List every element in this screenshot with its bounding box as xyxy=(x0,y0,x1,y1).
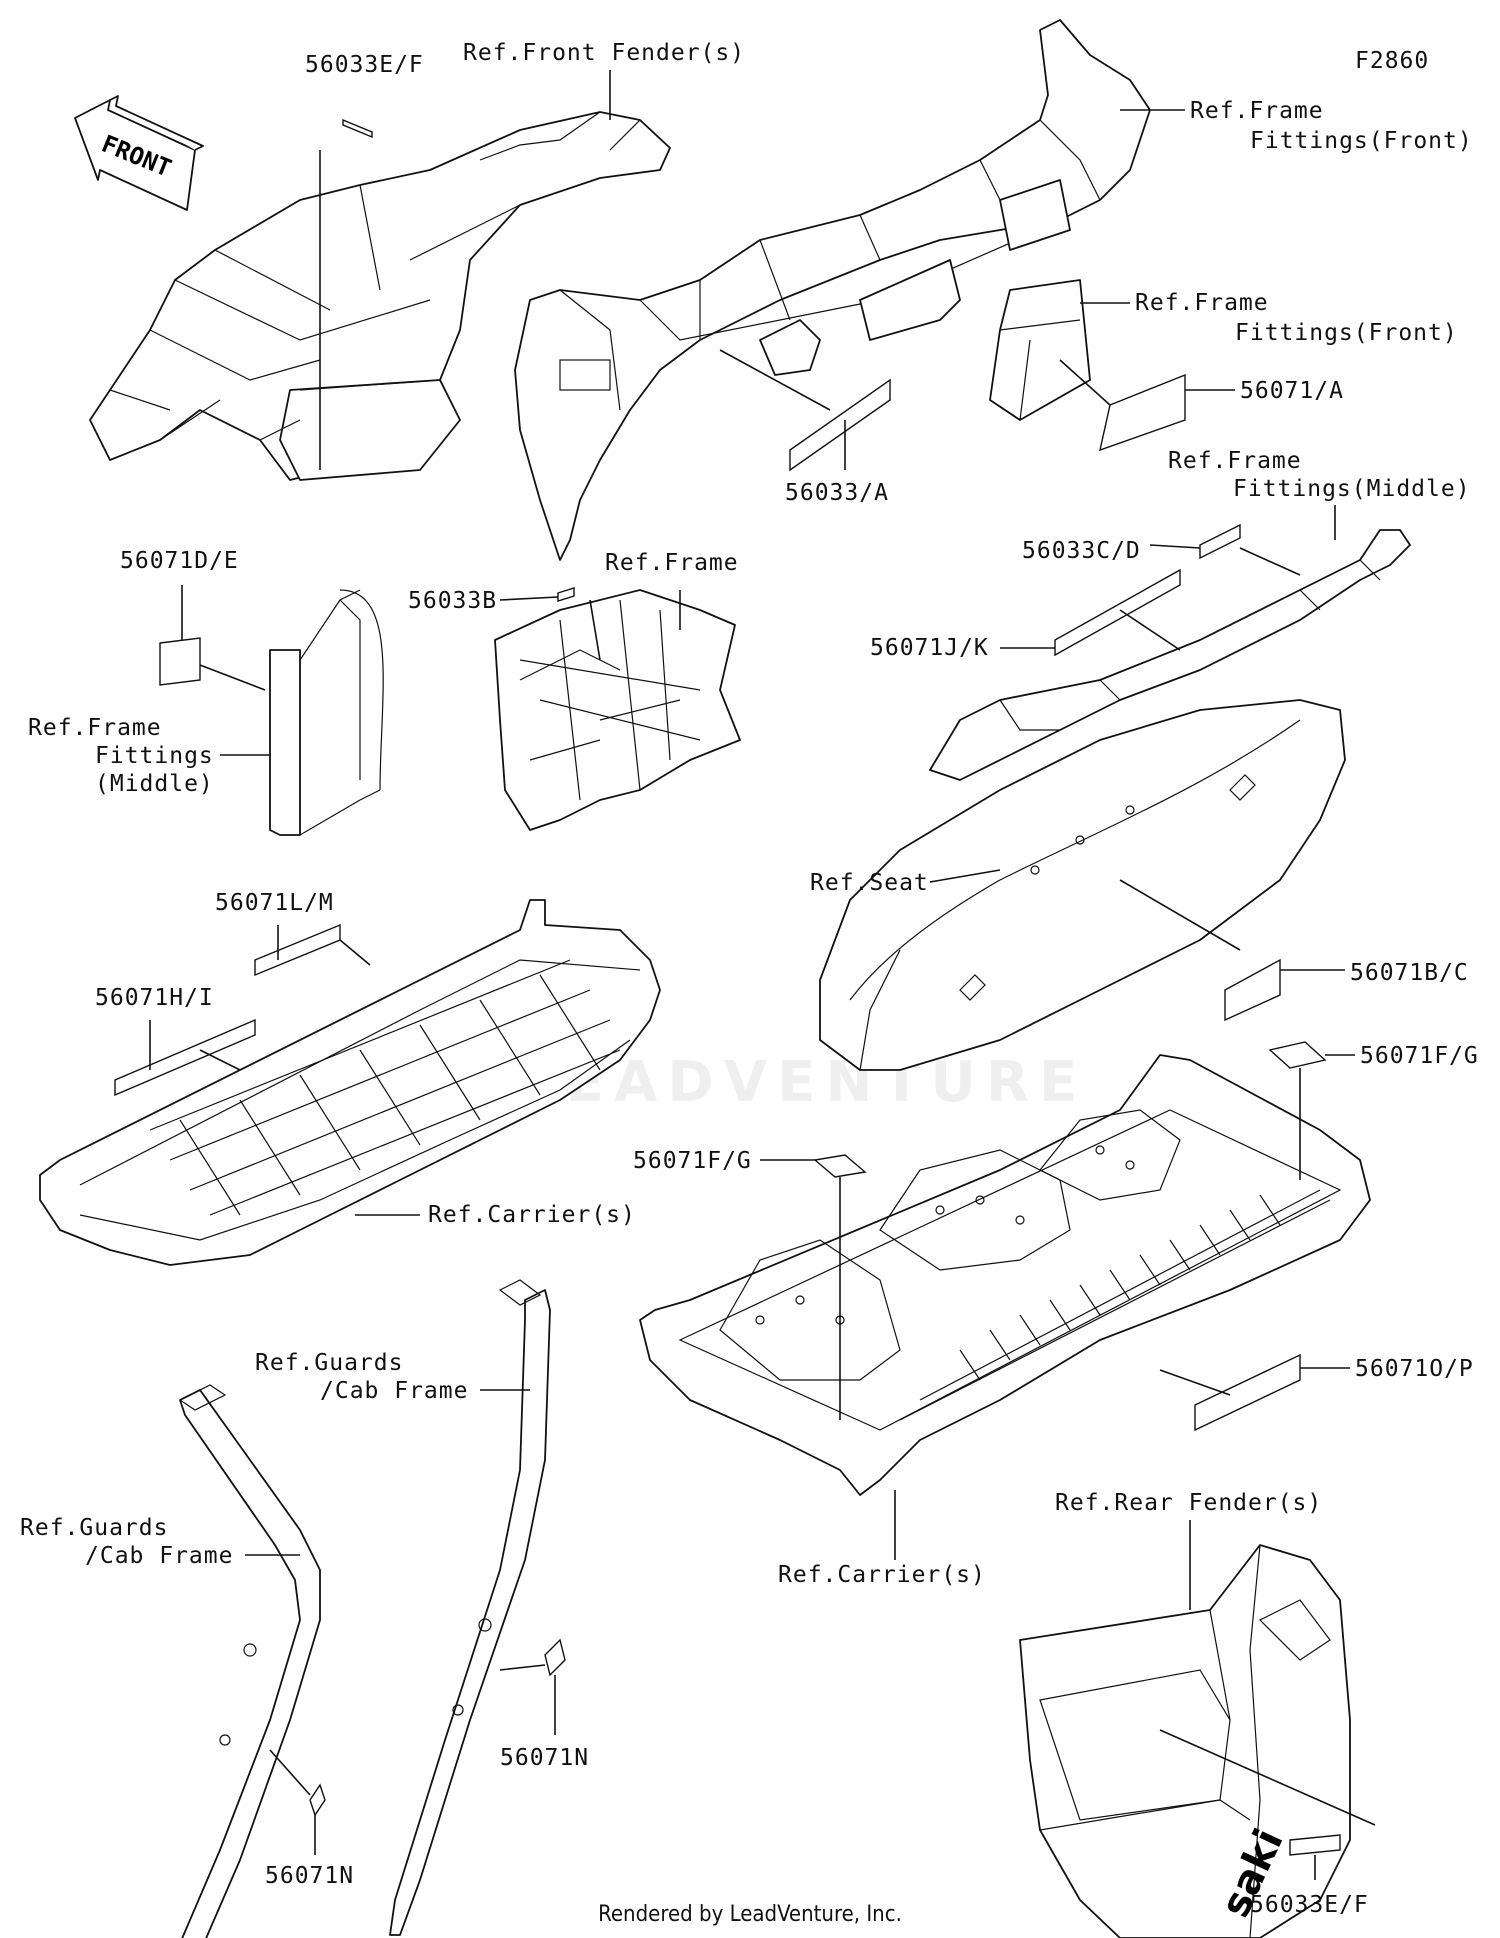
label-rear-fender: Ref.Rear Fender(s) xyxy=(1055,1490,1322,1516)
label-frame-fittings-front-1a: Ref.Frame xyxy=(1190,98,1324,124)
label-56071n-right: 56071N xyxy=(500,1745,589,1771)
label-front-fender: Ref.Front Fender(s) xyxy=(463,40,745,66)
frame-part xyxy=(494,589,741,831)
decal-56071n-right xyxy=(544,1638,566,1677)
decal-56033a xyxy=(789,378,891,472)
label-guards-2a: Ref.Guards xyxy=(20,1515,168,1541)
decal-56071fg-right xyxy=(1268,1041,1327,1069)
label-56071jk: 56071J/K xyxy=(870,635,989,661)
carrier-right-part xyxy=(639,1054,1371,1496)
front-fender-part xyxy=(89,111,671,481)
label-guards-1b: /Cab Frame xyxy=(320,1378,468,1404)
decal-56033cd xyxy=(1199,523,1241,560)
label-frame-fittings-front-2a: Ref.Frame xyxy=(1135,290,1269,316)
decal-56071fg-left xyxy=(813,1154,867,1178)
frame-fittings-front-part xyxy=(514,19,1151,561)
decal-56033b xyxy=(557,587,575,602)
frame-fittings-middle-left-part xyxy=(269,589,384,836)
label-frame-fittings-middle-a: Ref.Frame xyxy=(1168,448,1302,474)
label-56033ef-bottom: 56033E/F xyxy=(1250,1892,1369,1918)
label-56033ef-top: 56033E/F xyxy=(305,52,424,78)
label-56071bc: 56071B/C xyxy=(1350,960,1469,986)
label-56071op: 56071O/P xyxy=(1355,1356,1474,1382)
label-56071de: 56071D/E xyxy=(120,548,239,574)
decal-56071de xyxy=(159,637,201,686)
frame-fittings-middle-part xyxy=(929,529,1411,781)
label-ref-frame: Ref.Frame xyxy=(605,550,739,576)
label-carrier-right: Ref.Carrier(s) xyxy=(778,1562,986,1588)
label-guards-1a: Ref.Guards xyxy=(255,1350,403,1376)
label-56071hi: 56071H/I xyxy=(95,985,214,1011)
label-56071lm: 56071L/M xyxy=(215,890,334,916)
label-carrier-left: Ref.Carrier(s) xyxy=(428,1202,636,1228)
decal-56071a xyxy=(1099,373,1186,452)
label-56071fg-right: 56071F/G xyxy=(1360,1043,1479,1069)
decal-56071op xyxy=(1194,1353,1301,1432)
label-frame-fittings-front-1b: Fittings(Front) xyxy=(1250,128,1473,154)
label-frame-fittings-front-2b: Fittings(Front) xyxy=(1235,320,1458,346)
decal-56033ef-top xyxy=(342,118,373,139)
guard-left-part xyxy=(178,1384,321,1938)
decal-56071bc xyxy=(1224,958,1281,1022)
label-56033a: 56033/A xyxy=(785,480,889,506)
decal-56071hi xyxy=(114,1018,256,1097)
footer-credit: Rendered by LeadVenture, Inc. xyxy=(598,1902,902,1927)
front-arrow-icon: FRONT xyxy=(74,95,204,211)
label-56071fg-left: 56071F/G xyxy=(633,1148,752,1174)
label-56033b: 56033B xyxy=(408,588,497,614)
decal-56033ef-bottom xyxy=(1289,1834,1341,1856)
label-frame-fittings-middle-left-b: Fittings xyxy=(95,743,214,769)
guard-right-part xyxy=(389,1279,551,1936)
frame-fittings-front-panel xyxy=(989,279,1091,421)
label-56071n-left: 56071N xyxy=(265,1863,354,1889)
decal-56071lm xyxy=(254,923,341,977)
label-frame-fittings-middle-left-c: (Middle) xyxy=(95,771,214,797)
label-ref-seat: Ref.Seat xyxy=(810,870,929,896)
label-guards-2b: /Cab Frame xyxy=(85,1543,233,1569)
carrier-left-part xyxy=(39,899,661,1266)
decal-56071n-left xyxy=(309,1783,326,1817)
label-frame-fittings-middle-b: Fittings(Middle) xyxy=(1233,476,1471,502)
seat-part xyxy=(819,699,1346,1071)
figure-code: F2860 xyxy=(1355,48,1429,74)
decal-56071jk xyxy=(1054,568,1181,657)
label-56071a: 56071/A xyxy=(1240,378,1344,404)
label-56033cd: 56033C/D xyxy=(1022,538,1141,564)
label-frame-fittings-middle-left-a: Ref.Frame xyxy=(28,715,162,741)
